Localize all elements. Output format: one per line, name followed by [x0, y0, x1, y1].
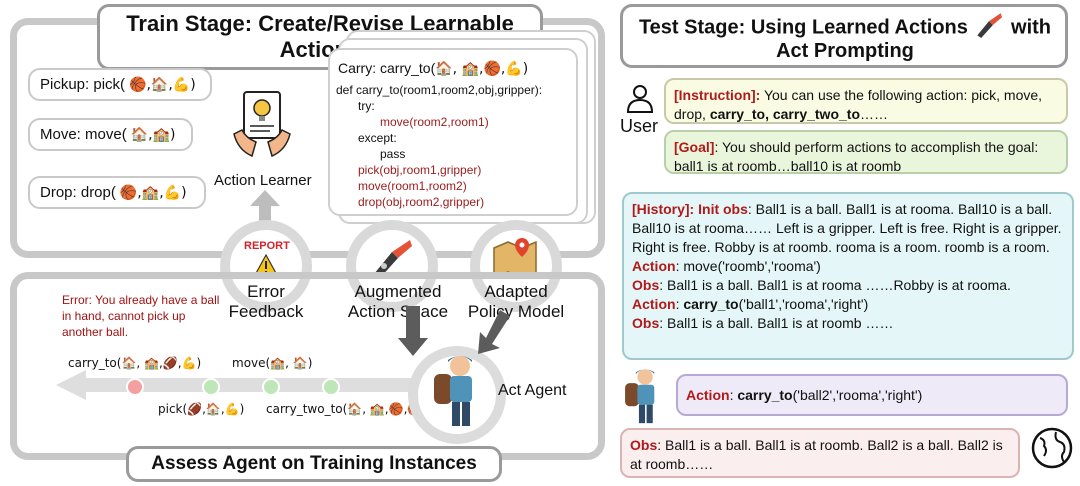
- carry-code-block: def carry_to(room1,room2,obj,gripper):tr…: [336, 82, 542, 210]
- action-tag: Action: [686, 386, 730, 403]
- obs-box: Obs: Ball1 is a ball. Ball1 is at roomb.…: [620, 428, 1020, 478]
- drop-args: 🏀,🏫,💪): [119, 184, 187, 201]
- action-text: ('ball1','rooma','right'): [738, 296, 869, 312]
- pickup-args: 🏀,🏠,💪): [129, 76, 196, 93]
- timeline-label-pick: pick(🏈,🏠,💪): [158, 402, 245, 416]
- error-message: Error: You already have a ball in hand, …: [62, 292, 220, 340]
- augmented-action-circle: [346, 220, 438, 312]
- error-message-text: Error: You already have a ball in hand, …: [62, 293, 220, 339]
- code-line: move(room2,room1): [380, 115, 489, 129]
- code-line: try:: [358, 99, 375, 113]
- instruction-tail: ……: [860, 106, 888, 122]
- hiker-avatar: [622, 366, 662, 433]
- obs-tag: Obs: [630, 437, 658, 453]
- goal-box: [Goal]: You should perform actions to ac…: [664, 130, 1068, 174]
- timeline-step-fail: [126, 378, 144, 396]
- code-line: pass: [380, 147, 406, 161]
- history-action2: Action: carry_to('ball1','rooma','right'…: [632, 295, 1064, 314]
- globe-icon: [1030, 426, 1074, 475]
- timeline-label-carry: carry_to(🏠, 🏫,🏈,💪): [68, 356, 202, 370]
- colon: :: [675, 296, 684, 312]
- error-feedback-line: Error: [247, 282, 285, 301]
- policy-model-line: Policy Model: [467, 302, 565, 321]
- action-tag: Action: [632, 258, 676, 274]
- act-agent-label: Act Agent: [498, 382, 567, 399]
- drop-action: Drop: drop(🏀,🏫,💪): [28, 176, 206, 209]
- history-box: [History]: Init obs: Ball1 is a ball. Ba…: [622, 192, 1074, 360]
- action-bold: carry_to: [737, 386, 793, 403]
- carry-head-label: Carry: carry_to(: [338, 60, 436, 76]
- history-tag: [History]:: [632, 201, 695, 217]
- instruction-tag: [Instruction]:: [674, 87, 761, 103]
- obs-text: : Ball1 is a ball. Ball1 is at rooma ……R…: [659, 277, 1011, 293]
- action-box: Action: carry_to('ball2','rooma','right'…: [676, 374, 1068, 416]
- hiker-avatar: [430, 352, 482, 437]
- timeline-label-move: move(🏫, 🏠): [232, 356, 313, 370]
- swiss-knife-icon: [973, 12, 1005, 44]
- error-feedback-line: Feedback: [228, 302, 304, 321]
- action-text: ('ball2','rooma','right'): [792, 386, 923, 403]
- augmented-action-line: Action Space: [347, 302, 449, 321]
- history-action1: Action: move('roomb','rooma'): [632, 257, 1064, 276]
- test-title-box: [620, 4, 1068, 68]
- obs-text: : Ball1 is a ball. Ball1 is at roomb ……: [659, 315, 894, 331]
- obs-tag: Obs: [632, 277, 660, 293]
- test-title-text: Test Stage: Using Learned Actions: [638, 16, 968, 39]
- instruction-bold: carry_to, carry_two_to: [709, 106, 860, 122]
- drop-label: Drop: drop(: [40, 184, 116, 201]
- timeline-step-ok: [322, 378, 340, 396]
- move-label: Move: move(: [40, 126, 127, 143]
- swiss-knife-icon: [370, 238, 414, 283]
- instruction-box: [Instruction]: You can use the following…: [664, 78, 1068, 124]
- carry-card: [328, 48, 578, 216]
- code-line: def carry_to(room1,room2,obj,gripper):: [336, 83, 543, 97]
- move-action: Move: move(🏠,🏫): [28, 118, 193, 151]
- history-obs2: Obs: Ball1 is a ball. Ball1 is at roomb …: [632, 314, 1064, 333]
- test-title-line2: Act Prompting: [776, 40, 914, 62]
- goal-text: : You should perform actions to accompli…: [674, 139, 1039, 174]
- carry-head-args: 🏠, 🏫,🏀,💪): [435, 61, 529, 77]
- move-args: 🏠,🏫): [130, 126, 176, 143]
- obs-tag: Obs: [632, 315, 660, 331]
- pickup-label: Pickup: pick(: [40, 76, 126, 93]
- code-line: except:: [358, 131, 397, 145]
- history-obs1: Obs: Ball1 is a ball. Ball1 is at rooma …: [632, 276, 1064, 295]
- user-icon: [626, 84, 654, 119]
- user-label: User: [620, 116, 659, 136]
- carry-head: Carry: carry_to(🏠, 🏫,🏀,💪): [338, 60, 528, 77]
- code-line: move(room1,room2): [358, 179, 467, 193]
- pickup-action: Pickup: pick(🏀,🏠,💪): [28, 68, 212, 101]
- history-intro: [History]: Init obs: Ball1 is a ball. Ba…: [632, 200, 1064, 257]
- timeline-arrow: [56, 370, 426, 400]
- code-line: pick(obj,room1,gripper): [358, 163, 482, 177]
- action-text: : move('roomb','rooma'): [675, 258, 821, 274]
- action-line: Action: carry_to('ball2','rooma','right'…: [686, 386, 922, 405]
- action-learner-label: Action Learner: [214, 172, 312, 189]
- test-title-line1: Test Stage: Using Learned Actions with: [630, 12, 1060, 44]
- flow-arrows: [380, 306, 520, 356]
- assess-title: Assess Agent on Training Instances: [126, 446, 502, 482]
- code-line: drop(obj,room2,gripper): [358, 195, 485, 209]
- obs-text: : Ball1 is a ball. Ball1 is at roomb. Ba…: [630, 437, 1003, 472]
- action-learner-icon: [232, 90, 292, 160]
- history-text: : Ball1 is a ball. Ball1 is at rooma. Ba…: [632, 201, 1062, 255]
- action-tag: Action: [632, 296, 676, 312]
- history-init: Init obs: [698, 201, 748, 217]
- action-bold: carry_to: [683, 296, 739, 312]
- report-badge: REPORT: [244, 240, 290, 252]
- policy-model-line: Adapted: [484, 282, 548, 301]
- timeline-step-ok: [262, 378, 280, 396]
- instruction-text: You can use the following action: pick, …: [674, 87, 1043, 122]
- augmented-action-line: Augmented: [354, 282, 442, 301]
- learner-up-arrow: [250, 190, 280, 230]
- map-icon: [492, 236, 538, 283]
- timeline-label-carry-two: carry_two_to(🏠, 🏫,🏀,🏀): [266, 402, 428, 416]
- test-title-with: with: [1011, 16, 1052, 39]
- goal-tag: [Goal]: [674, 139, 715, 155]
- timeline-step-ok: [202, 378, 220, 396]
- colon: :: [729, 386, 738, 403]
